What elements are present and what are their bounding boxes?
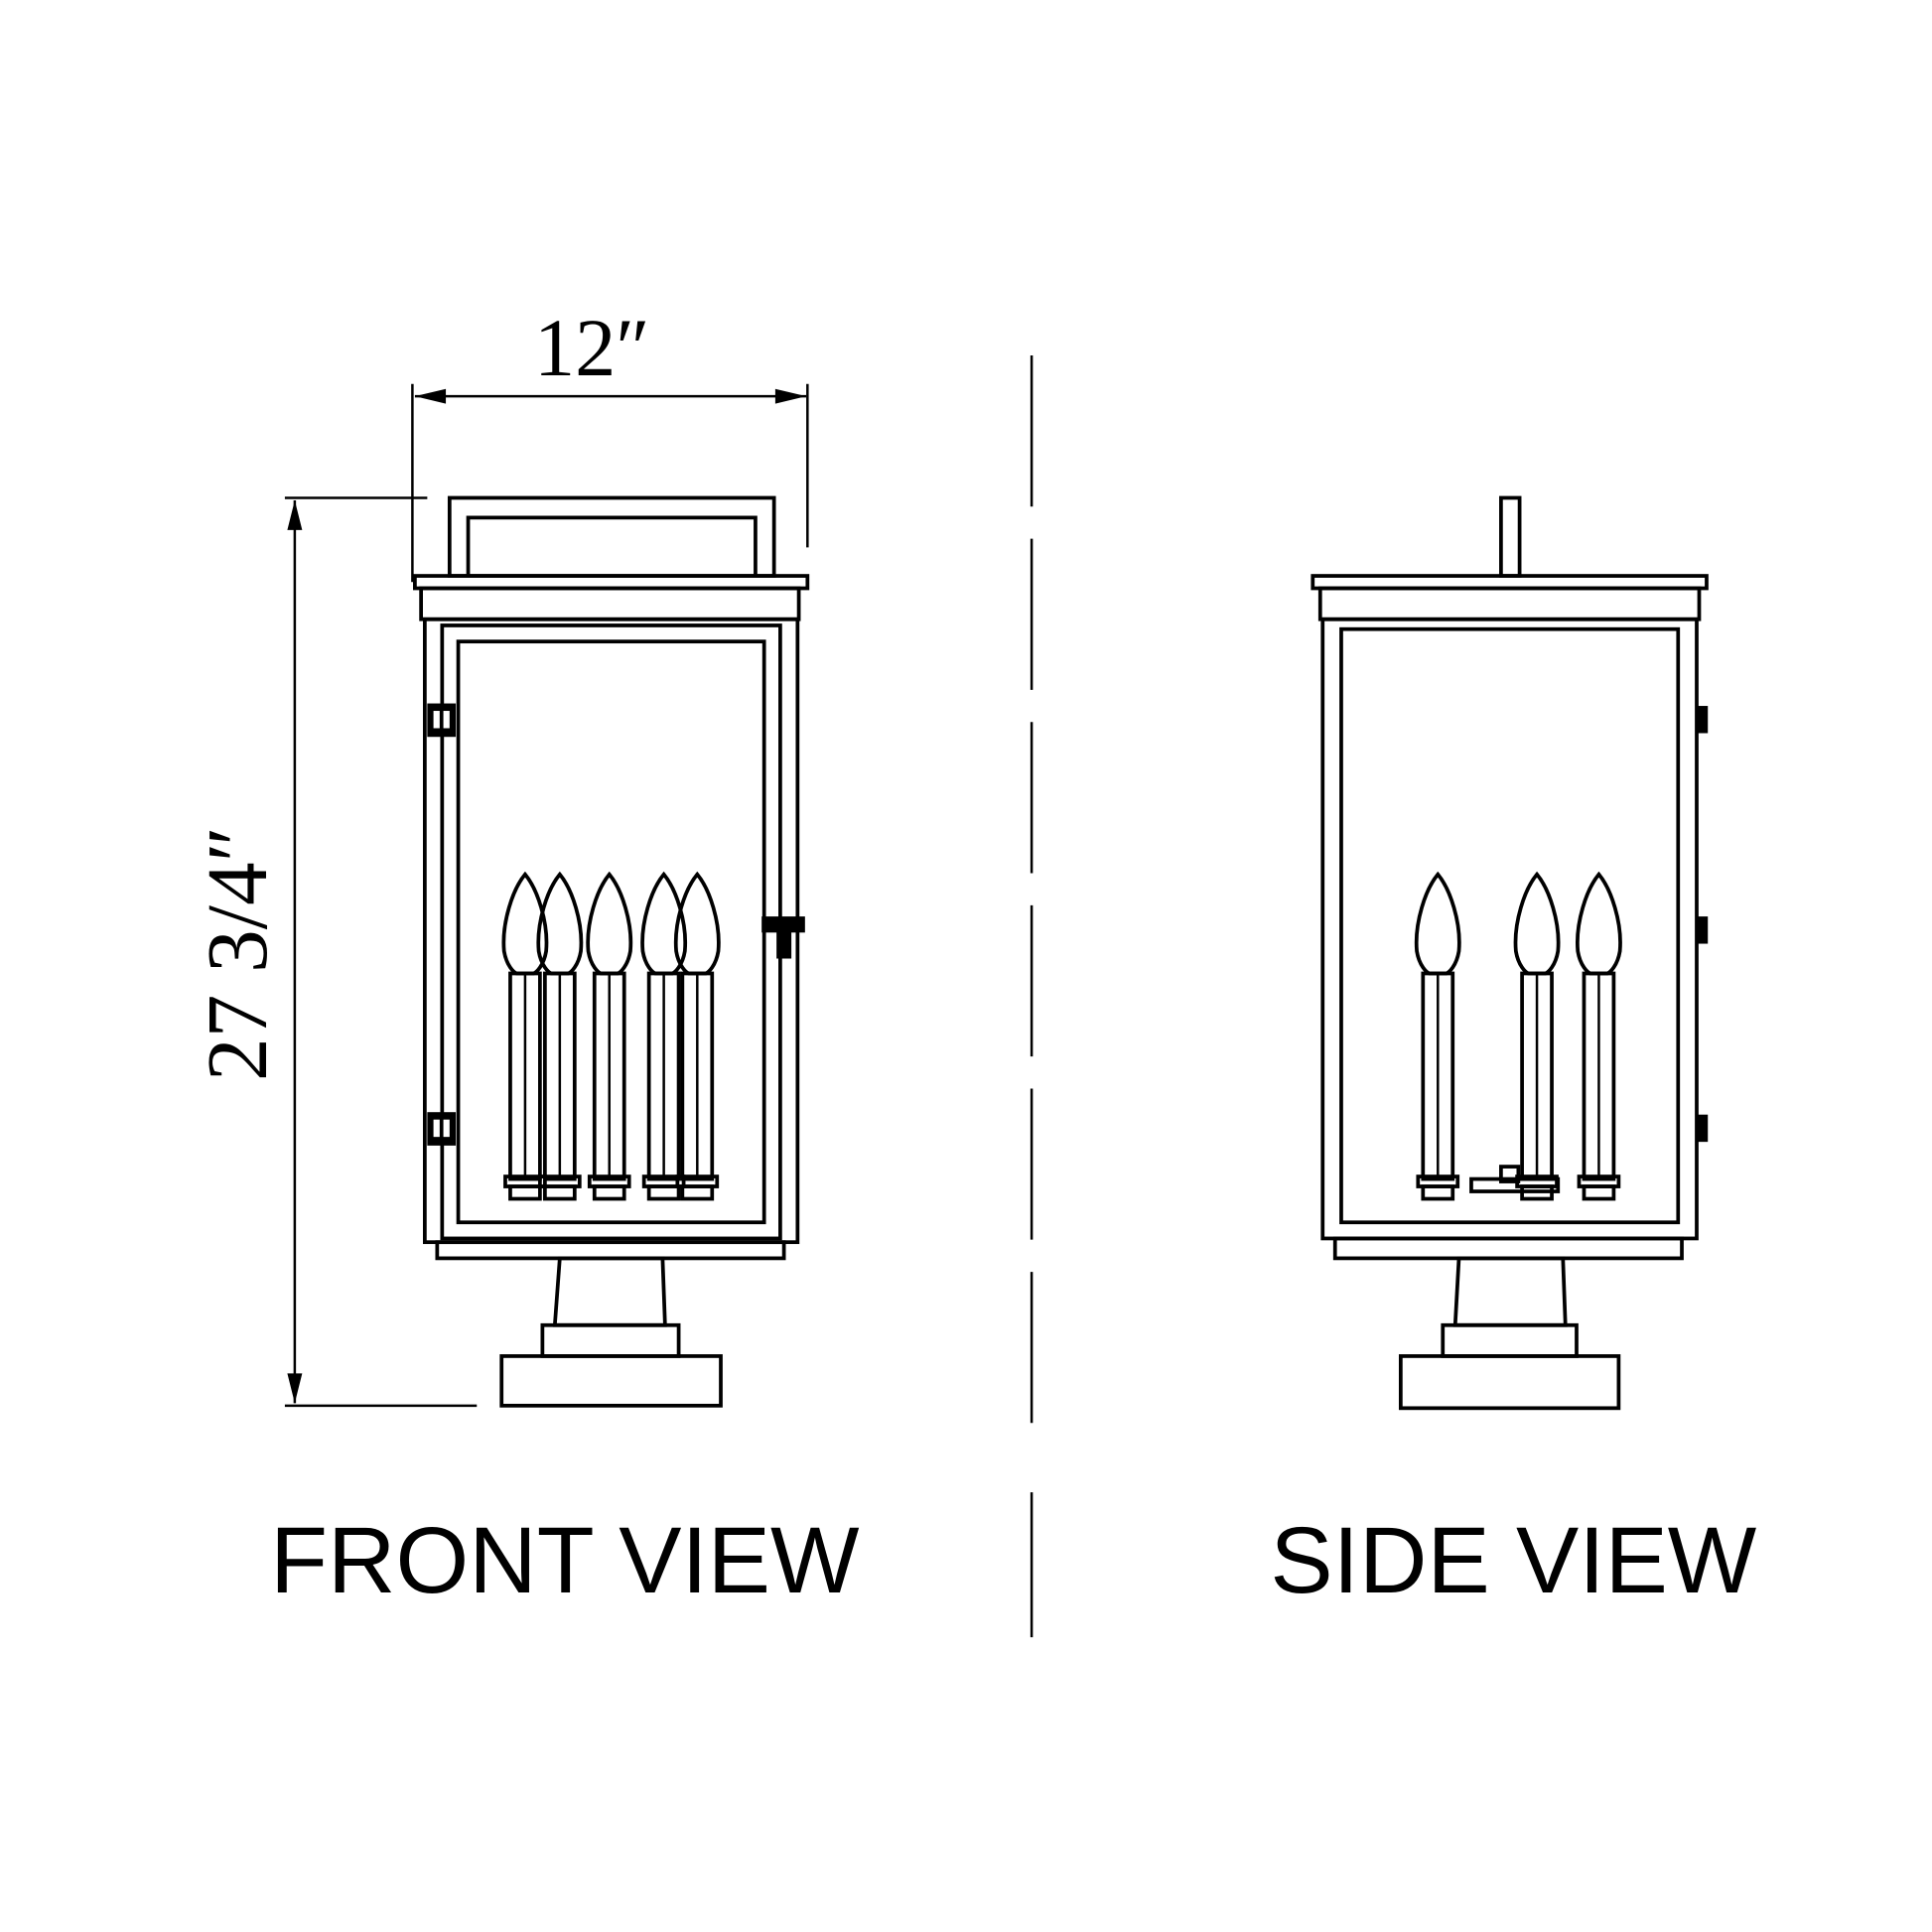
front-view-label: FRONT VIEW xyxy=(270,1508,860,1613)
front-candles xyxy=(501,871,721,1201)
candle-bulb xyxy=(1414,871,1461,1201)
side-view-label: SIDE VIEW xyxy=(1270,1508,1756,1613)
pedestal-neck xyxy=(1452,1256,1568,1327)
latch-icon xyxy=(761,916,805,933)
body-frame xyxy=(1320,617,1699,1241)
candle-bulb xyxy=(536,871,584,1201)
pedestal-base xyxy=(1398,1354,1621,1411)
width-label: 12″ xyxy=(534,303,650,393)
candle-bulb xyxy=(1513,871,1561,1201)
pedestal-neck xyxy=(552,1256,667,1327)
candle-bulb xyxy=(673,871,721,1201)
top-pole xyxy=(1499,495,1522,578)
top-handle xyxy=(447,495,776,578)
pedestal-base xyxy=(499,1354,723,1408)
candle-bulb xyxy=(501,871,549,1201)
side-view-lantern xyxy=(1311,495,1709,1411)
hinge-icon xyxy=(1698,1114,1709,1143)
hinge-icon xyxy=(1698,916,1709,944)
hinge-icon xyxy=(1698,706,1709,734)
body-frame xyxy=(422,617,800,1245)
hinge-icon xyxy=(427,703,457,738)
candle-bulb xyxy=(1576,871,1622,1201)
candle-bulb xyxy=(586,871,633,1201)
width-dimension: 12″ xyxy=(411,303,809,583)
height-label: 27 3/4″ xyxy=(189,826,285,1081)
front-view-lantern xyxy=(413,495,810,1408)
side-candles xyxy=(1414,871,1622,1201)
height-dimension: 27 3/4″ xyxy=(189,496,478,1408)
door-frame xyxy=(440,623,782,1241)
hinge-icon xyxy=(427,1112,457,1146)
candle-bulb xyxy=(640,871,688,1201)
glass-panel xyxy=(1339,626,1681,1225)
